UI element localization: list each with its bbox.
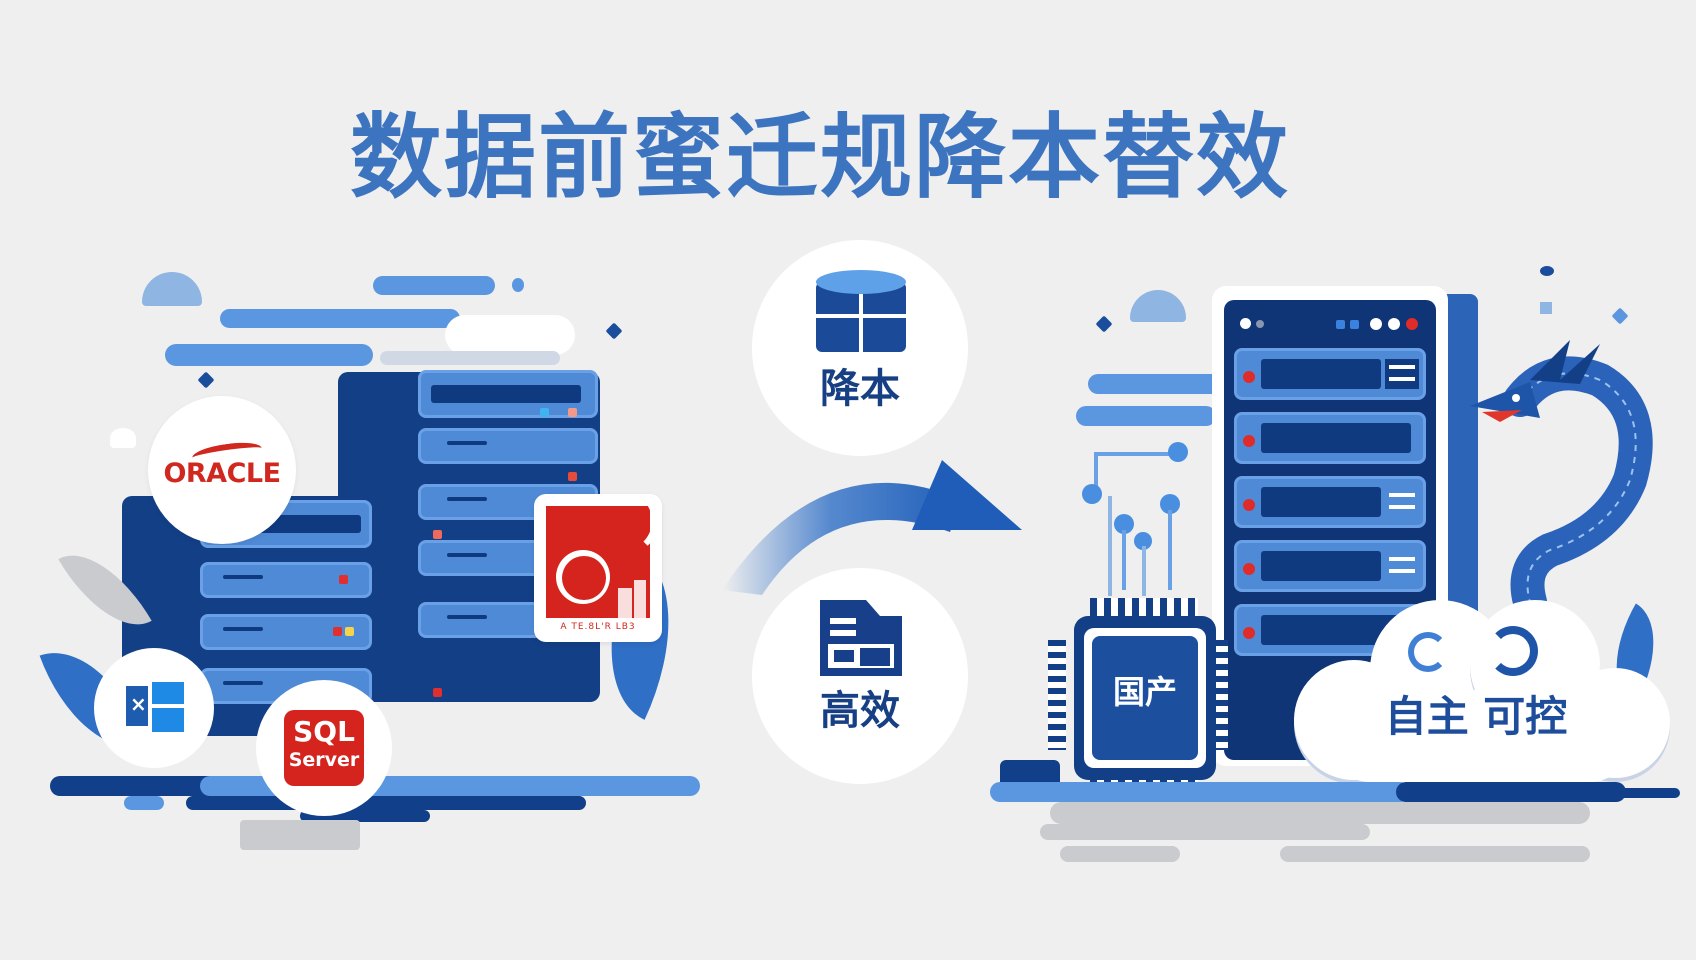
cost-reduction-label: 降本 — [820, 366, 900, 412]
migration-arrow-icon — [722, 460, 1022, 595]
database-icon — [816, 270, 906, 354]
page-title: 数据前蜜迁规降本替效 — [350, 104, 1291, 211]
document-icon — [820, 600, 902, 676]
dragon-icon — [1470, 340, 1653, 610]
windows-icon: × — [126, 682, 184, 734]
efficiency-label: 高效 — [820, 688, 900, 734]
windows-logo: × — [94, 648, 214, 768]
efficiency-badge: 高效 — [752, 568, 968, 784]
sql-server-logo: SQL Server — [256, 680, 392, 816]
cloud-label: 自主 可控 — [1384, 692, 1568, 741]
red-brand-logo: A TE.8L'R LB3 — [534, 494, 662, 642]
oracle-logo-text: ORACLE — [163, 458, 281, 489]
cost-reduction-badge: 降本 — [752, 240, 968, 456]
chip-label: 国产 — [1112, 673, 1177, 711]
oracle-logo: ORACLE — [148, 396, 296, 544]
